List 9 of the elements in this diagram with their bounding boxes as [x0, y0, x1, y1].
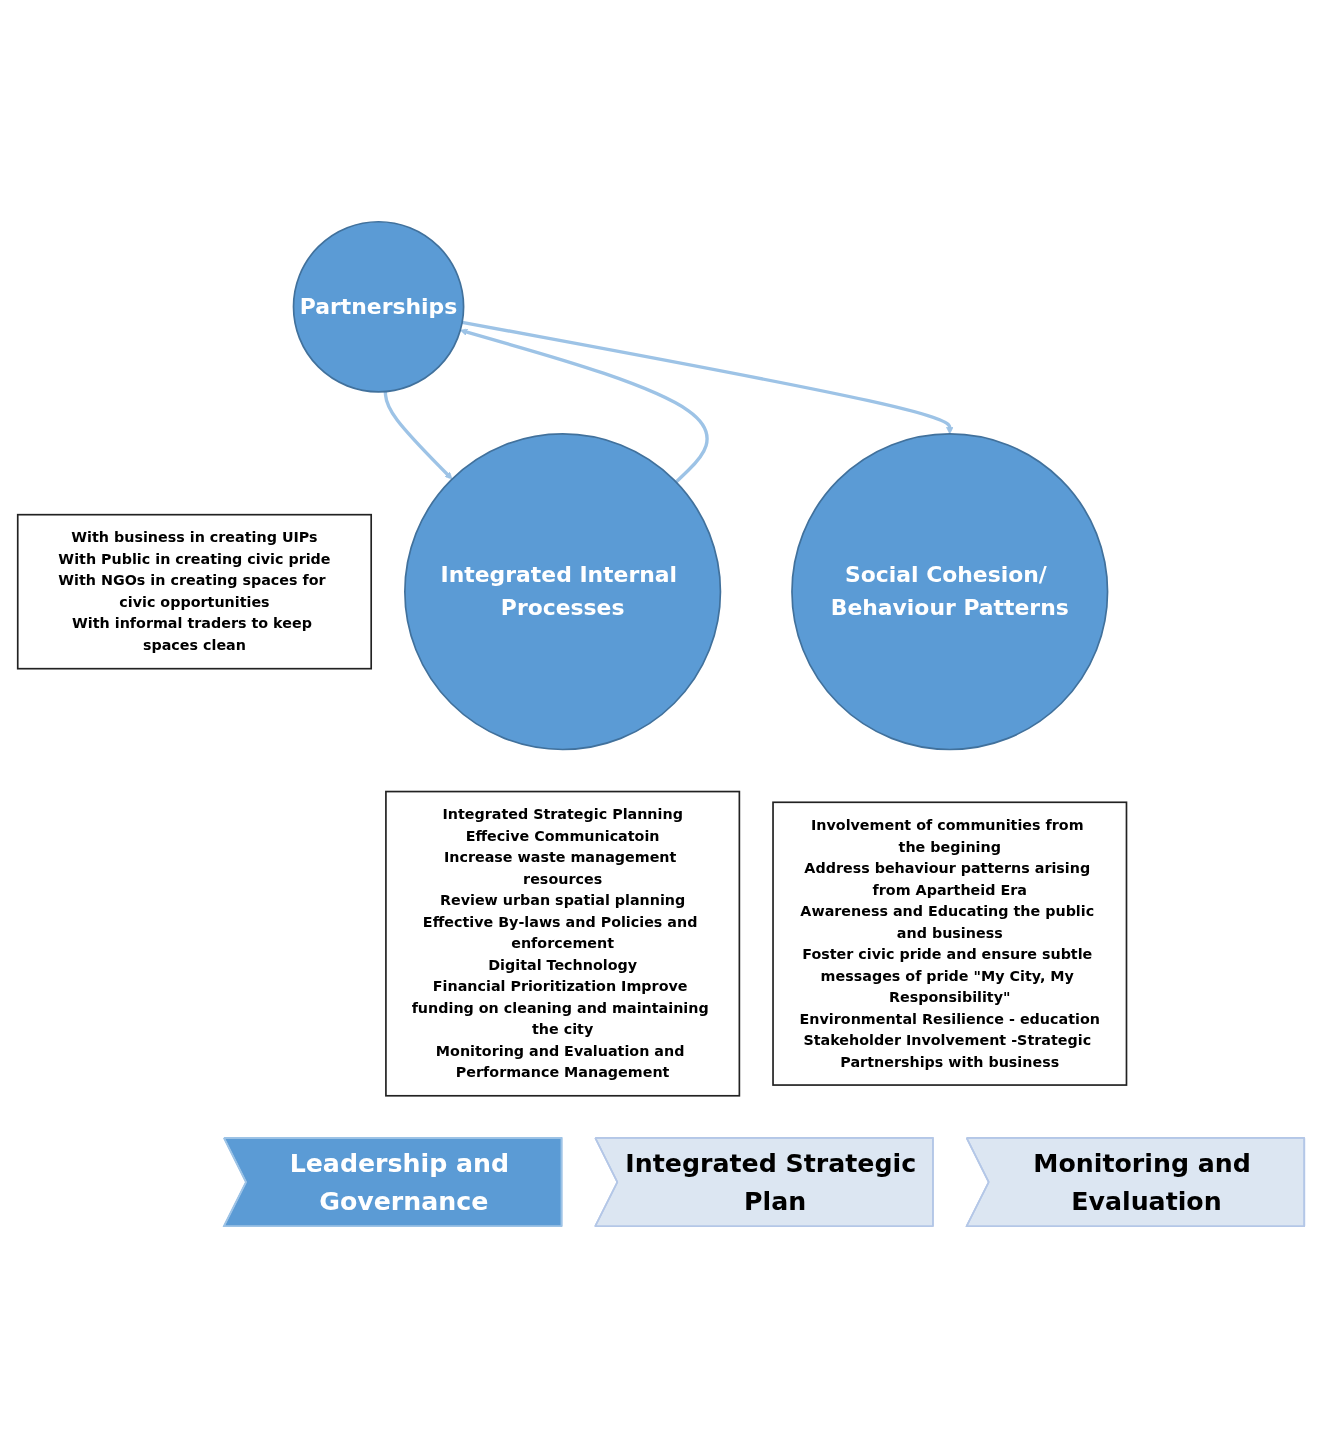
node-box: Integrated Strategic Planning Effecive Communicatoin Increase waste management resources Review urban spatial planning Effective By-laws and Policies and enforcement Digital Technology Financial Prioritization Improve funding on cleaning and maintaining the city Monitoring and Evaluation and Performance Management	[384, 790, 740, 1097]
node-box: With business in creating UIPs With Public in creating civic pride With NGOs in creating spaces for civic opportunities With informal traders to keep spaces clean	[16, 513, 372, 670]
node-box: Involvement of communities from the begining Address behaviour patterns arising from Apartheid Era Awareness and Educating the public and business Foster civic pride and ensure subtle messages of pride "My City, My Responsibility" Environmental Resilience - education Stakeholder Involvement -Strategic Partnerships with business	[771, 800, 1127, 1086]
node-circle: Integrated Internal Processes	[403, 432, 721, 750]
arrow	[459, 328, 709, 483]
arrow	[383, 390, 452, 479]
arrow	[461, 320, 953, 434]
node-circle: Partnerships	[292, 220, 464, 393]
node-circle: Social Cohesion/ Behaviour Patterns	[790, 432, 1108, 750]
